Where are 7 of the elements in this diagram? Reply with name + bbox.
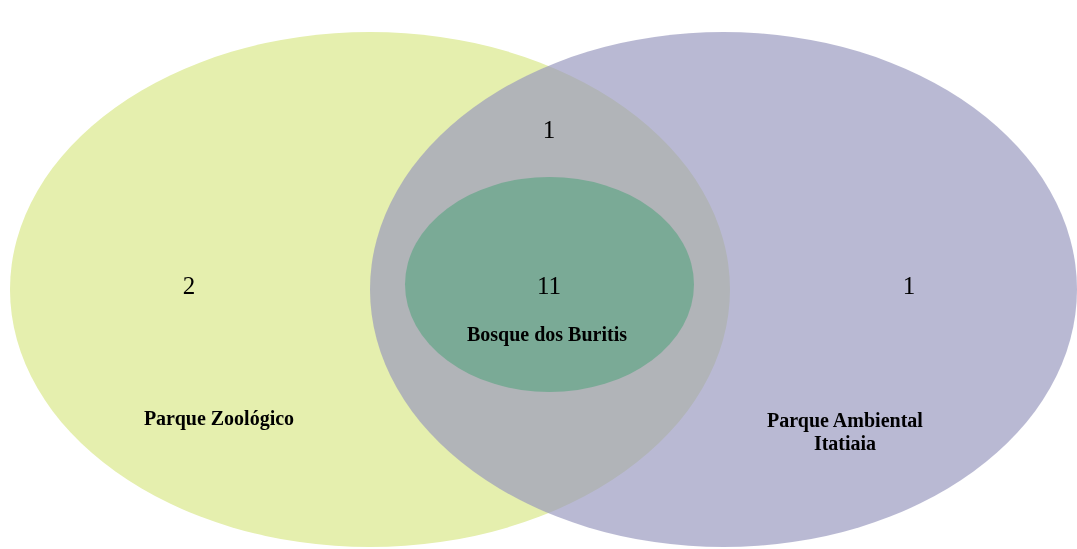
set-label: Parque Ambiental Itatiaia [766,409,924,455]
count-number: 1 [901,271,917,301]
set-label: Bosque dos Buritis [465,322,629,346]
count-number: 1 [542,115,556,145]
set-label: Parque Zoológico [142,406,296,430]
count-number: 2 [181,271,197,301]
count-number: 11 [535,271,563,301]
